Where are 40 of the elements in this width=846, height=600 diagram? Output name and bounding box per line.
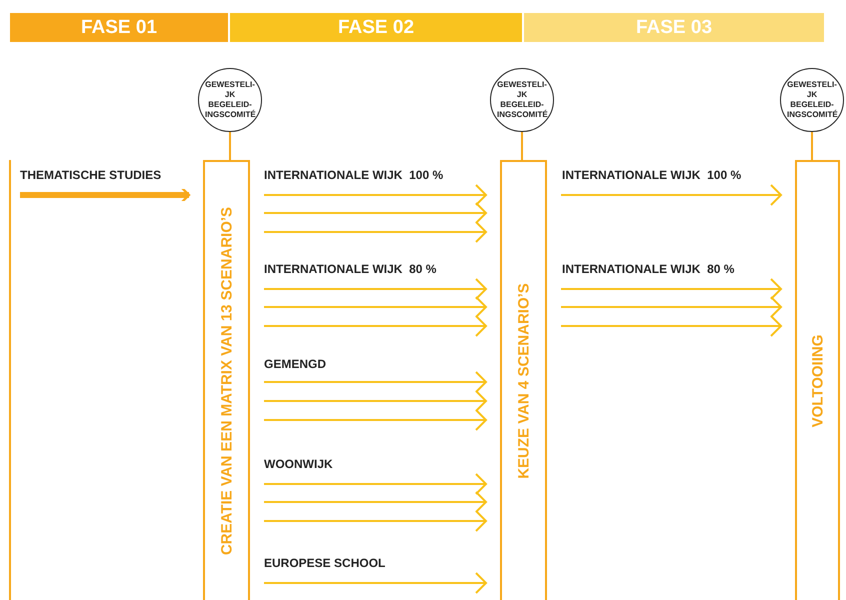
- arrow: [264, 202, 487, 224]
- connector-line: [811, 132, 813, 160]
- arrow: [264, 409, 487, 431]
- phase-band: FASE 03: [524, 13, 824, 42]
- phase-band: FASE 01: [10, 13, 228, 42]
- arrow: [264, 390, 487, 412]
- arrow: [264, 278, 487, 300]
- scenario-label: INTERNATIONALE WIJK 80 %: [562, 262, 734, 276]
- arrow: [264, 184, 487, 206]
- circle-label: GEWESTELI- JK BEGELEID- INGSCOMITÉ: [787, 80, 837, 120]
- arrow: [561, 278, 782, 300]
- scenario-label: INTERNATIONALE WIJK 80 %: [264, 262, 436, 276]
- arrow: [264, 371, 487, 393]
- scenario-label: GEMENGD: [264, 357, 326, 371]
- phase-column: [795, 160, 840, 600]
- arrow: [264, 315, 487, 337]
- arrow: [264, 296, 487, 318]
- column-title: VOLTOOIING: [809, 334, 826, 428]
- phase-column: [500, 160, 547, 600]
- circle-label: GEWESTELI- JK BEGELEID- INGSCOMITÉ: [497, 80, 547, 120]
- arrow: [561, 184, 782, 206]
- arrow: [264, 510, 487, 532]
- connector-line: [229, 132, 231, 160]
- circle-label: GEWESTELI- JK BEGELEID- INGSCOMITÉ: [205, 80, 255, 120]
- connector-line: [521, 132, 523, 160]
- phase-band: FASE 02: [230, 13, 522, 42]
- scenario-label: EUROPESE SCHOOL: [264, 556, 386, 570]
- arrow: [561, 315, 782, 337]
- scenario-label: INTERNATIONALE WIJK 100 %: [264, 168, 444, 182]
- phase-column: [203, 160, 250, 600]
- arrow: [264, 572, 487, 594]
- arrow: [264, 221, 487, 243]
- scenario-label: INTERNATIONALE WIJK 100 %: [562, 168, 742, 182]
- study-label: THEMATISCHE STUDIES: [20, 168, 170, 184]
- column-title: CREATIE VAN EEN MATRIX VAN 13 SCENARIO’S: [218, 206, 235, 556]
- arrow: [264, 473, 487, 495]
- arrow: [561, 296, 782, 318]
- arrow: [264, 491, 487, 513]
- scenario-label: WOONWIJK: [264, 457, 333, 471]
- column-title: KEUZE VAN 4 SCENARIO’S: [515, 283, 532, 479]
